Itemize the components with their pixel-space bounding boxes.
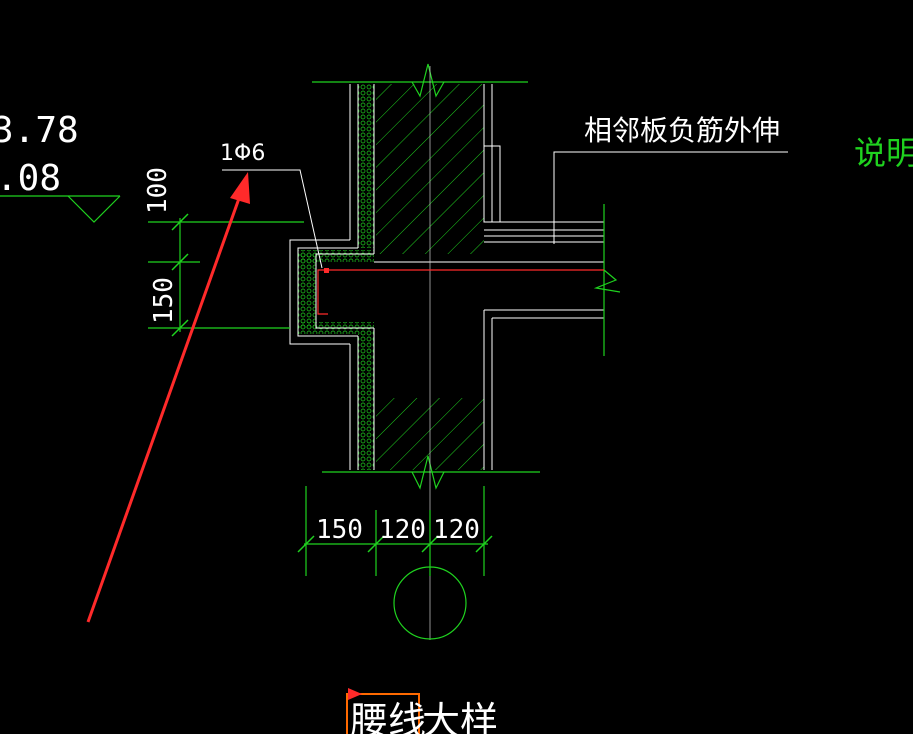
rebar-callout: 1Φ6 [220,141,323,269]
adjacent-slab-note: 相邻板负筋外伸 [584,114,780,147]
axis-bubble [393,566,467,640]
elevation-value-1: 3.78 [0,110,79,151]
elevation-value-2: .08 [0,158,61,199]
title-rest-text: 大样 [422,699,498,734]
elevation-marker: 3.78 .08 [0,110,121,223]
title-highlight-box [346,693,420,734]
dim-vertical-100: 100 [143,167,173,214]
title-highlight-text: 腰线 [350,699,426,734]
dim-horizontal-120-b: 120 [433,515,480,545]
horizontal-dimensions: 150 120 120 [297,486,493,576]
dim-horizontal-120-a: 120 [379,515,426,545]
vertical-dimensions: 100 150 [143,167,304,337]
red-annotation-arrow [86,172,250,623]
rebar-label: 1Φ6 [220,141,265,166]
dim-vertical-150: 150 [149,277,179,324]
legend-label: 说明: [854,134,913,172]
dim-horizontal-150: 150 [316,515,363,545]
detail-title: 腰线 大样 [346,688,498,734]
wall-section [289,63,788,640]
